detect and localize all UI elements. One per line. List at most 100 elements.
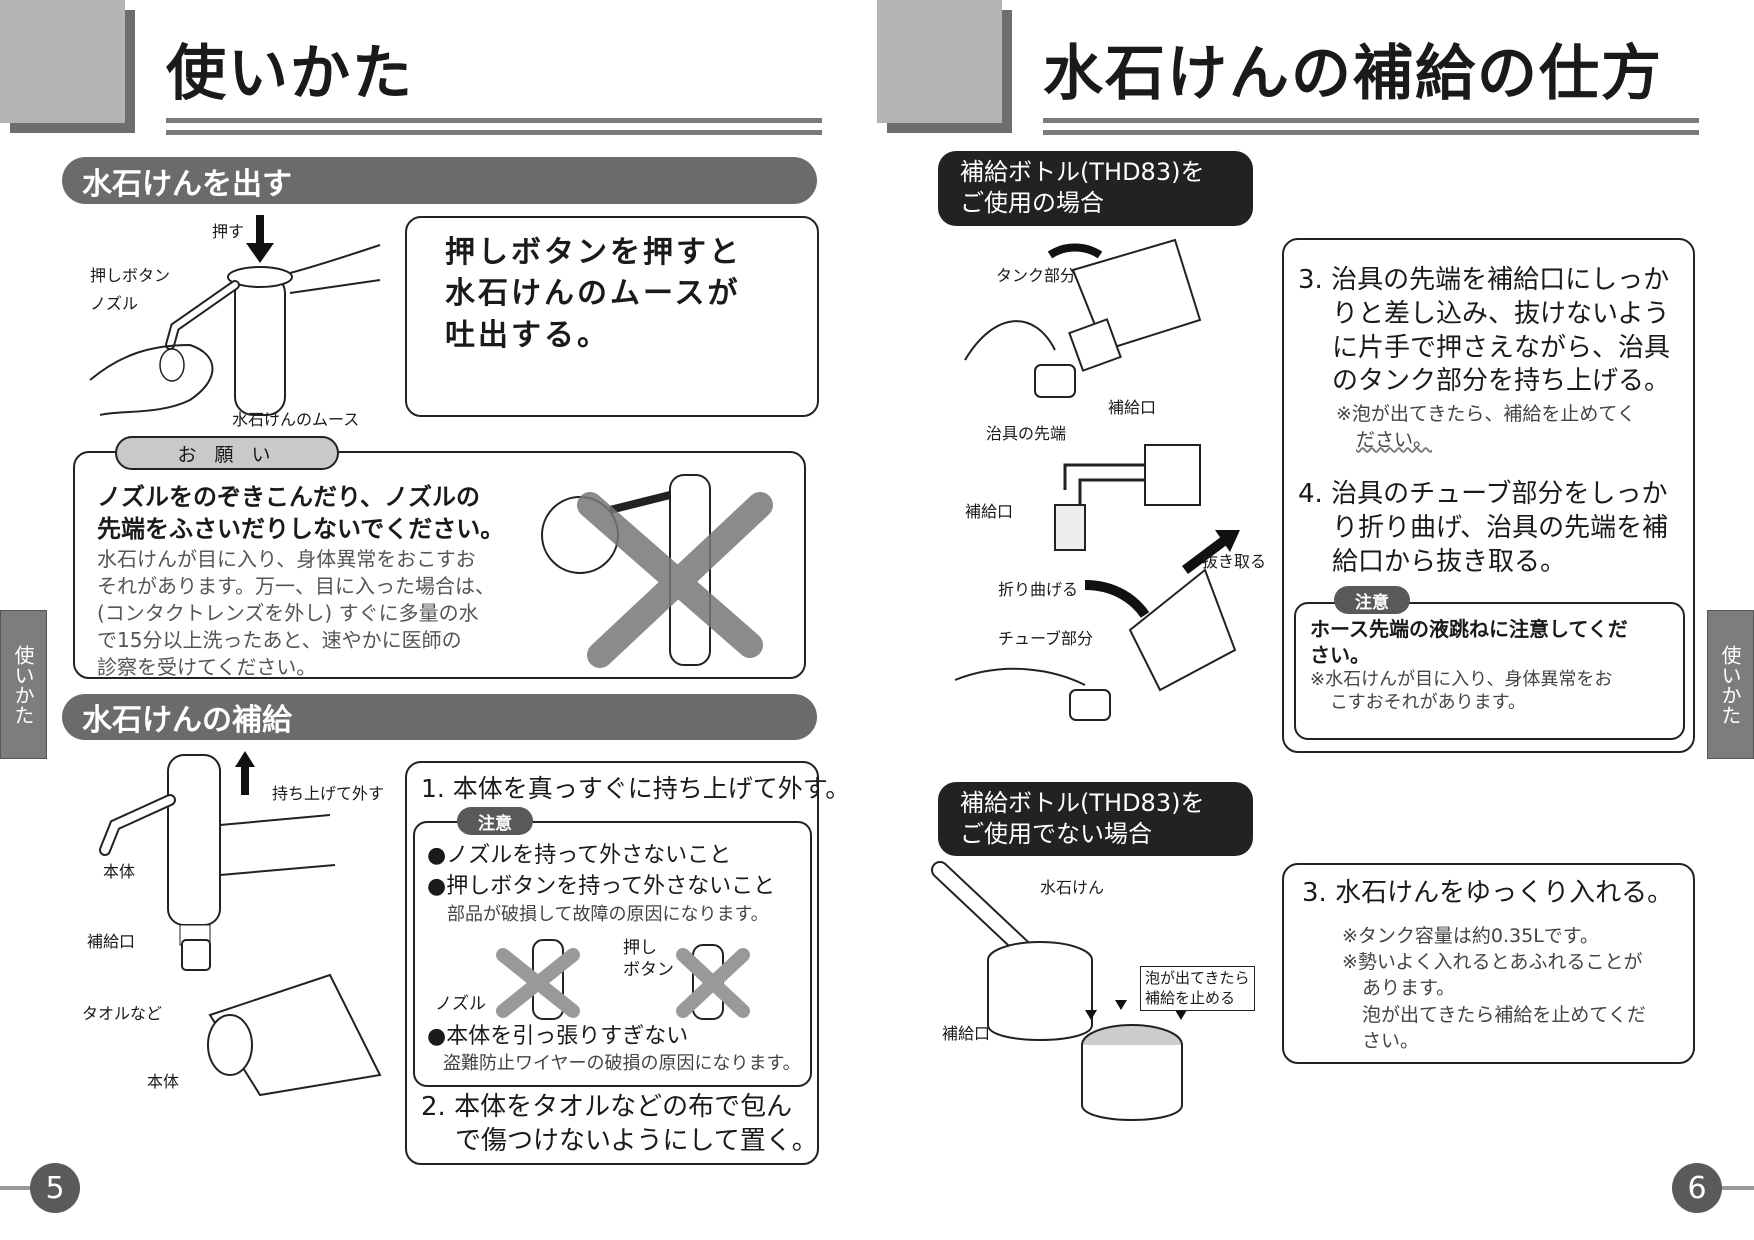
label-lift: 持ち上げて外す: [272, 784, 385, 803]
label-body-2: 本体: [147, 1072, 180, 1091]
direct-refill-illustration: [931, 861, 1187, 1121]
section-heading-refill: 水石けんの補給: [62, 694, 817, 740]
step-3-direct: 3. 水石けんをゆっくり入れる。: [1302, 878, 1674, 908]
label-jig-tip: 治具の先端: [986, 424, 1067, 443]
header-block: [0, 0, 125, 123]
label-push-button-caution-2: ボタン: [623, 960, 674, 980]
dispense-instruction-box: 押しボタンを押すと 水石けんのムースが 吐出する。: [405, 216, 819, 417]
caution-box: ホース先端の液跳ねに注意してくだ さい。 ※水石けんが目に入り、身体異常をお こ…: [1294, 602, 1685, 740]
bottle-refill-illustration: [954, 238, 1240, 721]
label-push: 押す: [212, 222, 245, 241]
instruction-line: 吐出する。: [445, 317, 610, 353]
page-title: 水石けんの補給の仕方: [1043, 39, 1663, 109]
label-refill-port: 補給口: [1108, 398, 1157, 417]
label-push-button: 押しボタン: [90, 266, 171, 285]
case-label-line: ご使用の場合: [960, 189, 1104, 218]
label-pull-out: 抜き取る: [1202, 552, 1267, 571]
request-detail-line: 水石けんが目に入り、身体異常をおこすお: [97, 546, 476, 571]
caution-items: ●ノズルを持って外さないこと ●押しボタンを持って外さないこと 部品が破損して故…: [427, 841, 775, 927]
instruction-line: 水石けんのムースが: [445, 276, 741, 312]
label-tank: タンク部分: [996, 266, 1077, 285]
note-line: ※タンク容量は約0.35Lです。: [1342, 925, 1599, 947]
label-refill-port-2: 補給口: [965, 502, 1014, 521]
caution-illustration: [496, 939, 750, 1020]
step-3-line: りと差し込み、抜けないよう: [1332, 298, 1670, 329]
caution-note: 盗難防止ワイヤーの破損の原因になります。: [443, 1052, 801, 1074]
page-number-rule: [1714, 1186, 1754, 1190]
foam-callout: 泡が出てきたら 補給を止める: [1140, 966, 1255, 1011]
label-tube: チューブ部分: [998, 629, 1094, 648]
caution-line: さい。: [1310, 643, 1370, 667]
label-nozzle: ノズル: [90, 294, 139, 313]
case-label-line: 補給ボトル(THD83)を: [960, 158, 1205, 186]
page-number-rule: [0, 1186, 40, 1190]
header-block: [877, 0, 1002, 123]
request-detail-line: 診察を受けてください。: [97, 654, 317, 679]
label-refill-port: 補給口: [87, 932, 136, 951]
step-2-line: で傷つけないようにして置く。: [455, 1125, 818, 1156]
refill-illustration: [99, 751, 382, 1097]
step-3-note: ※泡が出てきたら、補給を止めてく ださい。: [1336, 402, 1636, 453]
step-2-line: 2. 本体をタオルなどの布で包ん: [421, 1092, 793, 1122]
step-3-line: のタンク部分を持ち上げる。: [1332, 366, 1671, 397]
caution-note: ※水石けんが目に入り、身体異常をお こすおそれがあります。: [1310, 668, 1669, 715]
page-number: 6: [1672, 1163, 1722, 1213]
label-bend: 折り曲げる: [998, 580, 1079, 599]
step-1: 1. 本体を真っすぐに持ち上げて外す。: [421, 774, 851, 803]
request-main-line: ノズルをのぞきこんだり、ノズルの: [97, 483, 481, 511]
caution-line: こすおそれがあります。: [1330, 692, 1526, 714]
request-detail-line: で15分以上洗ったあと、速やかに医師の: [97, 627, 462, 652]
dispense-illustration: [89, 215, 381, 416]
divider: [166, 118, 822, 123]
divider: [166, 130, 822, 135]
caution-item: ●押しボタンを持って外さないこと: [427, 873, 776, 899]
case-label-with-bottle: 補給ボトル(THD83)を ご使用の場合: [938, 151, 1253, 226]
side-tab-usage[interactable]: 使いかた: [0, 610, 47, 759]
step-4-line: り折り曲げ、治具の先端を補: [1332, 512, 1669, 543]
label-refill-port: 補給口: [942, 1024, 991, 1043]
label-push-button-caution-1: 押し: [623, 938, 657, 958]
label-nozzle-caution: ノズル: [435, 994, 486, 1014]
step-2: 2. 本体をタオルなどの布で包ん で傷つけないようにして置く。: [421, 1091, 818, 1159]
caution-line: ※水石けんが目に入り、身体異常をお: [1310, 669, 1613, 690]
step-3-line: 3. 治具の先端を補給口にしっか: [1298, 265, 1670, 295]
caution-item: ●ノズルを持って外さないこと: [427, 843, 732, 868]
step-3: 3. 治具の先端を補給口にしっか りと差し込み、抜けないよう に片手で押さえなが…: [1298, 264, 1670, 399]
instruction-line: 押しボタンを押すと: [445, 235, 742, 270]
note-line: あります。: [1362, 977, 1456, 1000]
note-line: 泡が出てきたら補給を止めてくだ: [1362, 1003, 1646, 1026]
side-tab-usage[interactable]: 使いかた: [1707, 610, 1754, 759]
request-label: お 願 い: [115, 436, 339, 470]
caution-main: ホース先端の液跳ねに注意してくだ さい。: [1310, 616, 1669, 668]
request-main: ノズルをのぞきこんだり、ノズルの 先端をふさいだりしないでください。: [97, 481, 782, 546]
page-number: 5: [30, 1163, 80, 1213]
section-heading-dispense: 水石けんを出す: [62, 157, 817, 204]
label-soap: 水石けん: [1040, 878, 1105, 897]
step-4: 4. 治具のチューブ部分をしっか り折り曲げ、治具の先端を補 給口から抜き取る。: [1298, 478, 1668, 579]
callout-line: 補給を止める: [1145, 988, 1236, 1007]
step-4-line: 4. 治具のチューブ部分をしっか: [1298, 479, 1668, 509]
case-label-without-bottle: 補給ボトル(THD83)を ご使用でない場合: [938, 782, 1253, 856]
case-label-line: ご使用でない場合: [960, 820, 1152, 849]
refill-steps-box: 1. 本体を真っすぐに持ち上げて外す。 ●ノズルを持って外さないこと ●押しボタ…: [405, 761, 850, 1165]
caution-item-3: ●本体を引っ張りすぎない 盗難防止ワイヤーの破損の原因になります。: [427, 1023, 801, 1076]
callout-line: 泡が出てきたら: [1145, 969, 1250, 987]
note-line: ※泡が出てきたら、補給を止めてく: [1336, 403, 1636, 425]
request-detail-line: それがあります。万一、目に入った場合は、: [97, 573, 495, 598]
caution-label: 注意: [1334, 586, 1410, 614]
caution-note: 部品が破損して故障の原因になります。: [447, 903, 769, 925]
request-detail: 水石けんが目に入り、身体異常をおこすお それがあります。万一、目に入った場合は、…: [97, 546, 782, 681]
note-line: ※勢いよく入れるとあふれることが: [1342, 951, 1643, 974]
caution-box: ●ノズルを持って外さないこと ●押しボタンを持って外さないこと 部品が破損して故…: [413, 821, 812, 1087]
label-body: 本体: [103, 862, 136, 881]
case-label-line: 補給ボトル(THD83)を: [960, 789, 1205, 817]
page-title: 使いかた: [166, 39, 414, 109]
note-line: ださい。: [1356, 428, 1433, 451]
label-mousse: 水石けんのムース: [232, 410, 360, 429]
caution-item: ●本体を引っ張りすぎない: [427, 1024, 689, 1049]
label-towel: タオルなど: [82, 1004, 163, 1023]
divider: [1043, 130, 1699, 135]
direct-notes: ※タンク容量は約0.35Lです。 ※勢いよく入れるとあふれることが あります。 …: [1342, 923, 1646, 1054]
divider: [1043, 118, 1699, 123]
step-3-line: に片手で押さえながら、治具: [1332, 332, 1671, 363]
